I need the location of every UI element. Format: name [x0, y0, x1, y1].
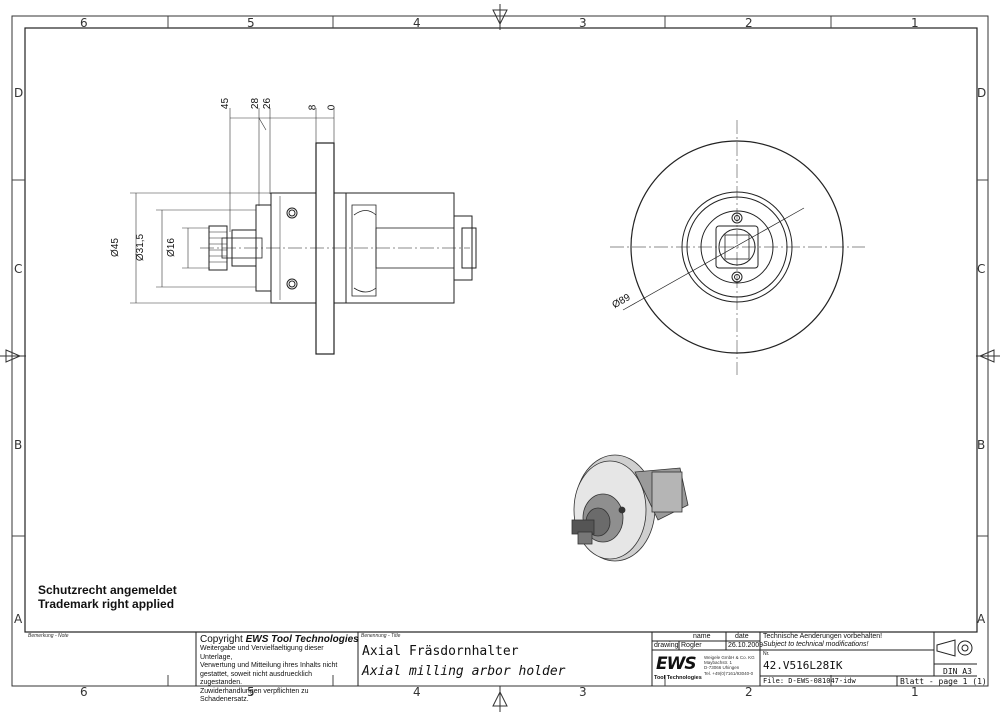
column-label-top: 3 — [579, 16, 587, 30]
front-view — [610, 120, 865, 375]
drawing-label: drawing — [654, 642, 679, 649]
centering-mark-bottom — [492, 686, 508, 712]
copyright-prefix: Copyright — [200, 634, 243, 645]
row-label-left: B — [14, 438, 23, 452]
copyright-company: EWS Tool Technologies — [245, 634, 359, 645]
file-name: D-EWS-081047-idw — [788, 677, 856, 685]
isometric-view — [571, 454, 689, 562]
column-label-top: 4 — [413, 16, 421, 30]
sheet-value: 1 (1) — [962, 677, 987, 686]
side-view — [200, 142, 477, 355]
dimension-28: 28 — [250, 97, 262, 110]
centering-mark-right — [976, 349, 1000, 363]
copyright-line: Verwertung und Mitteilung ihres Inhalts … — [200, 662, 338, 669]
dimension-dia31-5: Ø31,5 — [135, 233, 147, 262]
title-label: Benennung - Title — [361, 633, 401, 639]
copyright-block: Copyright EWS Tool Technologies Weiterga… — [200, 634, 359, 705]
date-header: date — [735, 633, 749, 640]
column-label-top: 1 — [911, 16, 919, 30]
copyright-line: Zuwiderhandlungen verpflichten zu Schade… — [200, 687, 309, 704]
copyright-line: gestattet, soweit nicht ausdruecklich zu… — [200, 670, 313, 687]
copyright-heading: Copyright EWS Tool Technologies — [200, 634, 359, 645]
title-block-lines — [25, 631, 977, 686]
part-number: 42.V516L28IK — [763, 659, 843, 672]
column-label-bottom: 6 — [80, 685, 88, 699]
column-label-top: 2 — [745, 16, 753, 30]
column-label-bottom: 4 — [413, 685, 421, 699]
dimension-45: 45 — [220, 97, 232, 110]
row-label-right: C — [977, 262, 986, 276]
address-line: Tel. +49(0)7161/93040-0 — [704, 670, 754, 676]
name-header: name — [693, 633, 711, 640]
trademark-line-en: Trademark right applied — [38, 597, 175, 611]
centering-mark-top — [492, 4, 508, 30]
column-label-bottom: 5 — [247, 685, 255, 699]
row-label-left: C — [14, 262, 23, 276]
row-label-right: A — [977, 612, 986, 626]
note-label: Bemerkung - Note — [28, 633, 69, 639]
sheet-info: Blatt - page 1 (1) — [900, 677, 987, 686]
changes-note-de: Technische Aenderungen vorbehalten! — [763, 633, 883, 640]
column-label-bottom: 2 — [745, 685, 753, 699]
logo-subtitle: Tool Technologies — [654, 675, 702, 681]
copyright-line: Weitergabe und Vervielfaeltigung dieser … — [200, 645, 324, 661]
ews-logo: EWS — [656, 654, 697, 674]
column-label-top: 6 — [80, 16, 88, 30]
dimension-26: 26 — [262, 97, 274, 110]
sheet-label: Blatt - page — [900, 677, 958, 686]
file-info: File: D-EWS-081047-idw — [763, 677, 856, 685]
dimension-8: 8 — [307, 104, 319, 111]
address-block: Weigele GmbH & Co. KG Maybachstr. 1 D-73… — [704, 655, 755, 676]
address-line: D-73066 Uhingen — [704, 665, 740, 671]
row-label-left: A — [14, 612, 23, 626]
side-view-dimensions — [130, 108, 335, 304]
column-label-bottom: 3 — [579, 685, 587, 699]
nr-label: Nr. — [763, 651, 770, 657]
row-label-left: D — [14, 86, 24, 100]
title-english: Axial milling arbor holder — [362, 664, 566, 679]
dimension-dia16: Ø16 — [165, 238, 177, 257]
trademark-notice: Schutzrecht angemeldet Trademark right a… — [38, 583, 177, 611]
file-label: File: — [763, 677, 785, 685]
address-line: Maybachstr. 1 — [704, 660, 733, 666]
title-german: Axial Fräsdornhalter — [362, 644, 519, 659]
drawing-name: Rogler — [681, 642, 702, 649]
row-label-right: B — [977, 438, 986, 452]
sheet-format: DIN A3 — [943, 667, 972, 676]
address-line: Weigele GmbH & Co. KG — [704, 655, 755, 660]
drawing-date: 26.10.2009 — [728, 642, 764, 649]
projection-symbol — [936, 639, 973, 657]
row-label-right: D — [977, 86, 987, 100]
changes-note-en: Subject to technical modifications! — [763, 641, 869, 648]
column-label-top: 5 — [247, 16, 255, 30]
dimension-dia45: Ø45 — [109, 238, 121, 257]
trademark-line-de: Schutzrecht angemeldet — [38, 583, 177, 597]
column-label-bottom: 1 — [911, 685, 919, 699]
dimension-0: 0 — [326, 104, 338, 111]
centering-mark-left — [0, 349, 26, 363]
